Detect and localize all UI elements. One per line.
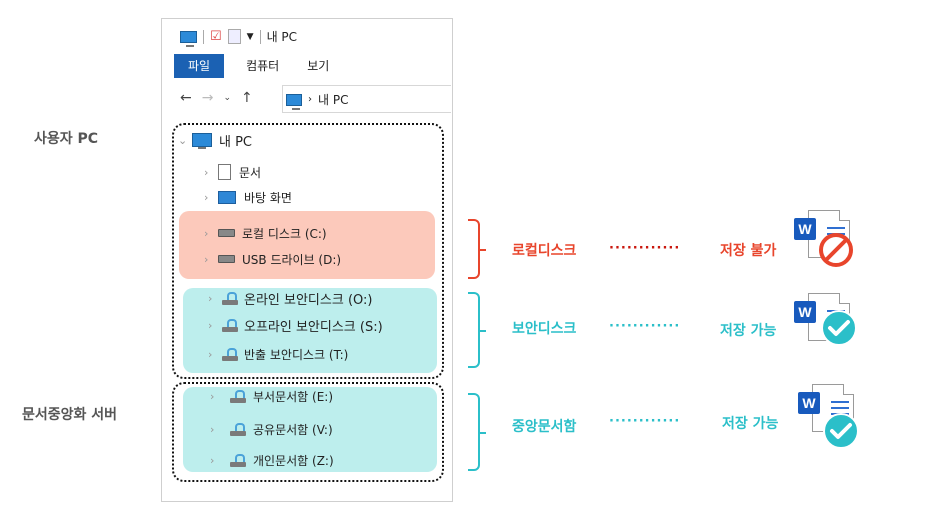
tree-label: 바탕 화면: [244, 190, 292, 205]
new-folder-icon[interactable]: [227, 29, 241, 44]
chevron-right-icon[interactable]: ›: [210, 453, 215, 467]
computer-icon: [180, 30, 197, 47]
breadcrumb-this-pc[interactable]: 내 PC: [318, 93, 349, 107]
central-docs-brace: [468, 393, 486, 471]
network-drive-icon: [222, 291, 238, 305]
chevron-right-icon[interactable]: ›: [210, 422, 215, 436]
tree-label: 문서: [239, 165, 262, 180]
address-bar[interactable]: [282, 85, 451, 113]
tree-item-personal-docs[interactable]: › 개인문서함 (Z:): [210, 450, 334, 470]
tree-label: 개인문서함 (Z:): [253, 453, 334, 468]
window-title: 내 PC: [266, 30, 298, 44]
back-arrow-icon[interactable]: ←: [180, 90, 192, 106]
prohibited-icon: [819, 233, 853, 267]
tab-view[interactable]: 보기: [307, 59, 330, 73]
local-status: 저장 불가: [720, 243, 777, 259]
forward-arrow-icon[interactable]: →: [201, 90, 214, 106]
central-connector: ············: [609, 414, 681, 429]
chevron-down-icon[interactable]: ⌄: [178, 133, 188, 147]
network-drive-icon: [222, 318, 238, 332]
server-group-outline: [172, 382, 444, 482]
network-drive-icon: [222, 347, 238, 361]
chevron-right-icon[interactable]: ›: [210, 389, 215, 403]
hard-drive-icon: [218, 229, 235, 237]
tree-label: USB 드라이브 (D:): [242, 252, 342, 267]
chevron-right-icon[interactable]: ›: [204, 252, 209, 266]
usb-drive-icon: [218, 255, 235, 263]
computer-icon: [192, 133, 212, 149]
secure-connector: ············: [609, 319, 681, 334]
tree-label: 반출 보안디스크 (T:): [244, 347, 349, 362]
network-drive-icon: [230, 389, 246, 403]
user-pc-label: 사용자 PC: [34, 131, 99, 147]
tab-computer[interactable]: 컴퓨터: [246, 59, 280, 73]
tree-label: 내 PC: [219, 134, 253, 150]
tab-file[interactable]: 파일: [174, 54, 225, 78]
local-disk-brace: [468, 219, 486, 279]
chevron-right-icon[interactable]: ›: [204, 190, 209, 204]
local-disk-zone: [179, 211, 435, 279]
network-drive-icon: [230, 422, 246, 436]
tree-label: 로컬 디스크 (C:): [242, 226, 327, 241]
document-icon: [218, 164, 231, 180]
chevron-right-icon[interactable]: ›: [204, 226, 209, 240]
tree-label: 온라인 보안디스크 (O:): [244, 292, 373, 308]
quick-access-toolbar: ☑ ▼ 내 PC: [180, 28, 298, 47]
breadcrumb-chevron-icon: ›: [308, 94, 312, 105]
address-path: › 내 PC: [286, 91, 349, 110]
network-drive-icon: [230, 453, 246, 467]
chevron-right-icon[interactable]: ›: [208, 347, 213, 361]
tree-item-local-disk[interactable]: › 로컬 디스크 (C:): [204, 223, 327, 243]
chevron-right-icon[interactable]: ›: [208, 318, 213, 332]
check-circle-icon: [823, 413, 859, 449]
desktop-icon: [218, 190, 236, 204]
tree-item-this-pc[interactable]: ⌄ 내 PC: [178, 130, 252, 150]
central-status: 저장 가능: [722, 416, 779, 432]
tree-item-usb-drive[interactable]: › USB 드라이브 (D:): [204, 249, 341, 269]
word-document-icon: W: [798, 384, 864, 450]
tree-item-export-secure[interactable]: › 반출 보안디스크 (T:): [208, 344, 348, 364]
properties-icon[interactable]: ☑: [210, 29, 222, 44]
central-docs-category: 중앙문서함: [512, 419, 577, 435]
chevron-right-icon[interactable]: ›: [204, 165, 209, 179]
tree-item-documents[interactable]: › 문서: [204, 162, 261, 182]
local-connector: ············: [609, 241, 681, 256]
tree-label: 공유문서함 (V:): [253, 422, 333, 437]
chevron-right-icon[interactable]: ›: [208, 291, 213, 305]
tree-item-shared-docs[interactable]: › 공유문서함 (V:): [210, 419, 333, 439]
secure-disk-category: 보안디스크: [512, 321, 577, 337]
check-circle-icon: [821, 310, 857, 346]
tree-item-desktop[interactable]: › 바탕 화면: [204, 187, 292, 207]
user-pc-group-outline: [172, 123, 444, 379]
word-document-icon: W: [794, 210, 860, 270]
customize-dropdown-icon[interactable]: ▼: [246, 31, 254, 42]
computer-icon: [286, 93, 302, 110]
tree-item-dept-docs[interactable]: › 부서문서함 (E:): [210, 386, 333, 406]
nav-buttons: ← → ⌄ ↑: [180, 90, 253, 106]
up-arrow-icon[interactable]: ↑: [241, 90, 253, 106]
recent-dropdown-icon[interactable]: ⌄: [223, 93, 232, 103]
word-document-icon: W: [794, 293, 860, 353]
ribbon-tabs: 파일 컴퓨터 보기: [162, 54, 343, 78]
central-docs-zone: [183, 387, 437, 472]
tree-label: 부서문서함 (E:): [253, 389, 334, 404]
tree-item-online-secure[interactable]: › 온라인 보안디스크 (O:): [208, 288, 372, 308]
tree-label: 오프라인 보안디스크 (S:): [244, 319, 383, 335]
local-disk-category: 로컬디스크: [512, 243, 577, 259]
secure-disk-brace: [468, 292, 486, 368]
doc-server-label: 문서중앙화 서버: [22, 407, 118, 423]
secure-status: 저장 가능: [720, 323, 777, 339]
tree-item-offline-secure[interactable]: › 오프라인 보안디스크 (S:): [208, 315, 383, 335]
